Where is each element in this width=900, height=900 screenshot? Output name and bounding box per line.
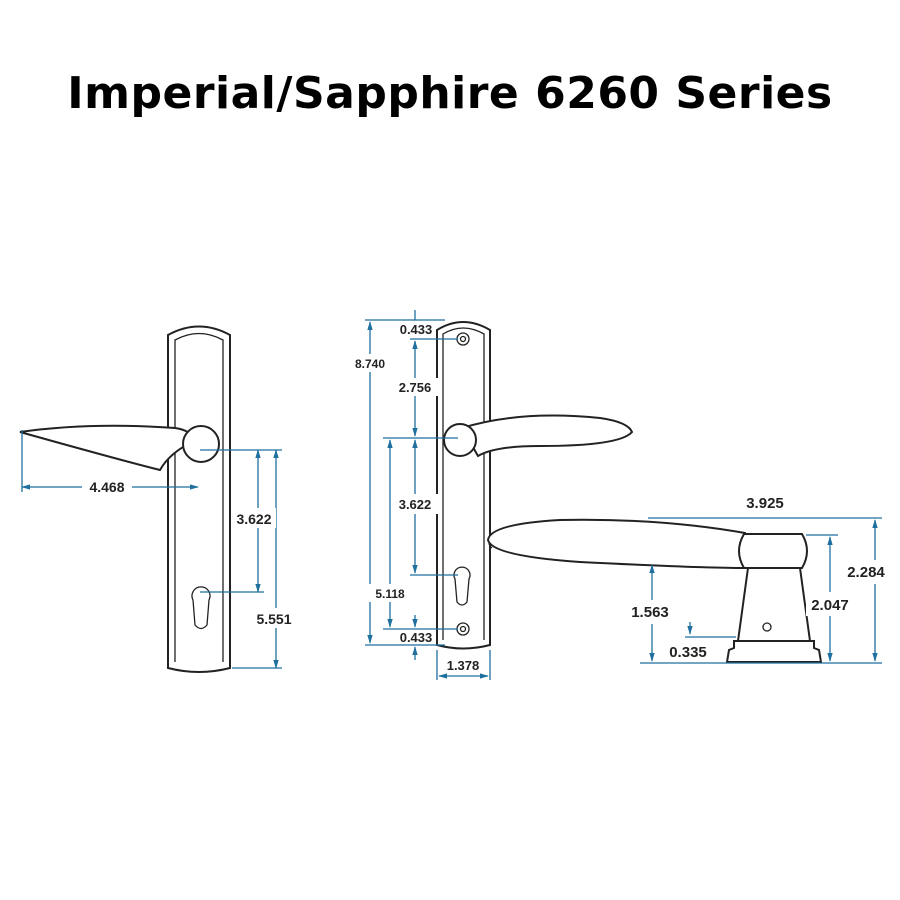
dim-top-screw: 0.433 xyxy=(400,322,433,337)
rose-bulb xyxy=(738,533,808,569)
dim-handle-to-keyhole: 3.622 xyxy=(236,511,271,527)
side-view: 3.925 2.284 2.047 1.563 0.335 xyxy=(486,495,898,664)
dim-bottom-screw: 0.433 xyxy=(400,630,433,645)
plate-front-view: 8.740 0.433 2.756 3.622 5.118 0.433 1.37… xyxy=(346,310,634,680)
plate-inner-edge xyxy=(174,332,224,662)
keyhole xyxy=(191,586,211,630)
dim-screw-to-handle: 2.756 xyxy=(399,380,432,395)
page-title: Imperial/Sapphire 6260 Series xyxy=(67,68,833,119)
dim-handle-to-keyhole-plate: 3.622 xyxy=(399,497,432,512)
handle-rose xyxy=(443,423,477,457)
left-front-view: 4.468 3.622 5.551 xyxy=(19,325,296,673)
handle-rose xyxy=(182,425,220,463)
dim-handle-to-bottom-screw: 5.118 xyxy=(375,587,405,601)
rose-neck xyxy=(736,567,812,642)
set-screw-hole xyxy=(762,622,772,632)
rose-base xyxy=(725,640,823,663)
keyhole xyxy=(453,566,471,606)
lever-handle xyxy=(460,414,634,458)
dim-side-lever-length: 3.925 xyxy=(746,495,784,512)
dim-rose-height: 2.047 xyxy=(811,597,849,614)
dim-overall-height: 8.740 xyxy=(355,357,385,371)
escutcheon-plate xyxy=(436,321,491,650)
escutcheon-plate xyxy=(167,325,231,673)
dim-plate-width: 1.378 xyxy=(447,658,480,673)
dim-lever-clearance: 1.563 xyxy=(631,604,669,621)
lever-handle-side xyxy=(486,518,746,570)
dim-lever-length: 4.468 xyxy=(89,479,124,495)
dim-base-height: 0.335 xyxy=(669,644,707,661)
dim-overall-projection: 2.284 xyxy=(847,564,885,581)
dim-handle-to-bottom: 5.551 xyxy=(256,611,291,627)
plate-inner-edge xyxy=(442,327,485,640)
